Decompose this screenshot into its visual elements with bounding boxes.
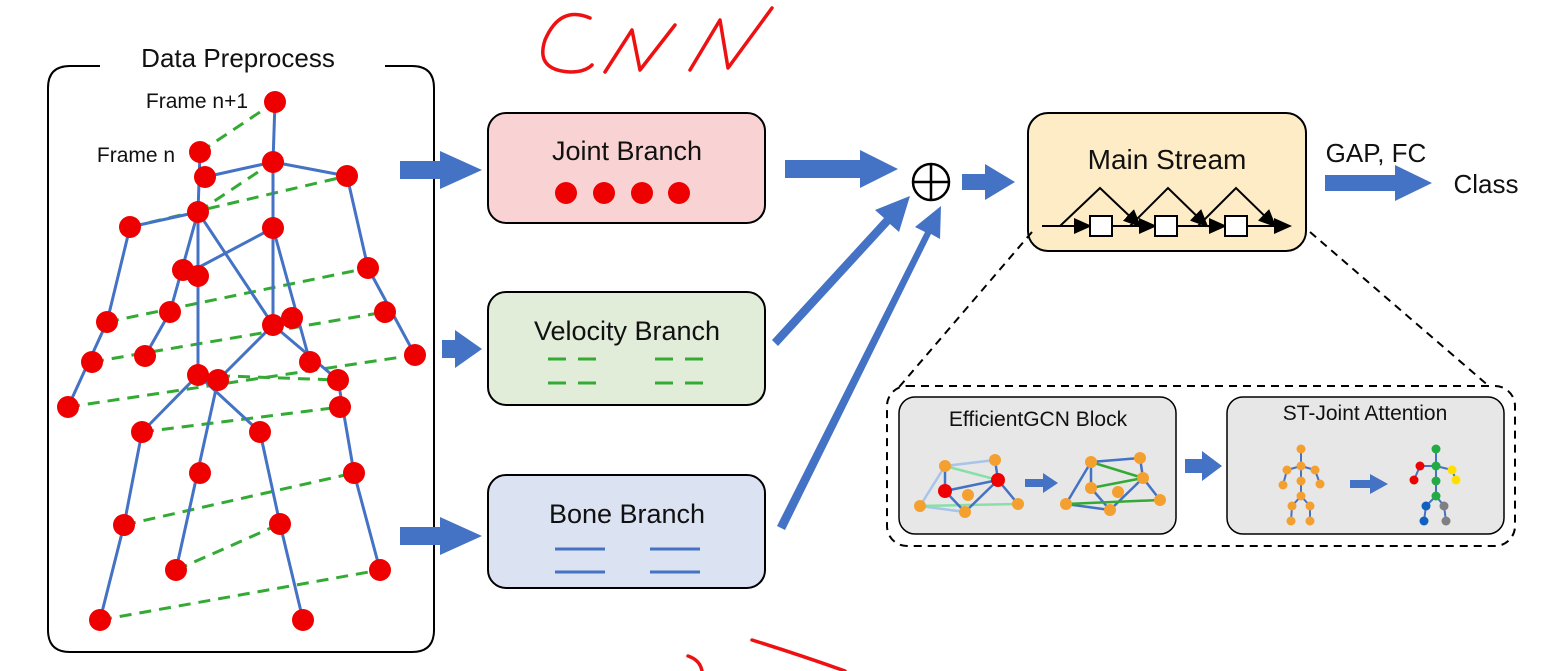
main-stream-box: Main Stream — [1027, 112, 1307, 252]
handwritten-cnn-annotation — [541, 6, 774, 74]
velocity-branch-label: Velocity Branch — [534, 316, 720, 346]
input-arrow-velocity — [442, 330, 482, 368]
zoom-lines — [887, 231, 1506, 401]
joint-branch-label: Joint Branch — [552, 136, 702, 166]
bone-branch-label: Bone Branch — [549, 499, 705, 529]
joint-branch-box: Joint Branch — [487, 112, 766, 224]
bone-to-fusion-arrow — [777, 206, 941, 530]
joint-dots — [555, 182, 690, 204]
input-arrow-bone — [400, 517, 482, 555]
handwritten-marks-bottom — [686, 638, 847, 671]
velocity-to-fusion-arrow — [772, 196, 910, 346]
bone-lines — [555, 547, 700, 574]
class-label: Class — [1453, 169, 1518, 199]
transform-arrow-1 — [1025, 473, 1058, 493]
frame-current-label: Frame n — [97, 144, 175, 167]
st-joint-attention-block: ST-Joint Attention — [1226, 396, 1505, 535]
skeleton-joints — [57, 91, 426, 631]
fusion-to-main-arrow — [962, 164, 1015, 200]
residual-blocks — [1042, 186, 1292, 237]
efficientgcn-block: EfficientGCN Block — [898, 396, 1177, 535]
output-arrow — [1325, 165, 1432, 201]
graph-before-icon — [914, 454, 1024, 518]
preprocess-title: Data Preprocess — [141, 43, 335, 73]
joint-to-fusion-arrow — [785, 150, 898, 188]
attention-arrow — [1350, 474, 1388, 494]
velocity-dashes — [548, 357, 703, 385]
stick-figure-icon — [1278, 444, 1325, 526]
graph-after-icon — [1060, 452, 1166, 516]
attention-figure-icon — [1409, 444, 1461, 526]
bone-branch-box: Bone Branch — [487, 474, 766, 589]
efficientgcn-label: EfficientGCN Block — [949, 408, 1128, 431]
gap-fc-label: GAP, FC — [1326, 138, 1427, 168]
st-attention-label: ST-Joint Attention — [1283, 402, 1448, 425]
block-connector-arrow — [1185, 451, 1222, 481]
main-stream-label: Main Stream — [1088, 144, 1247, 175]
velocity-branch-box: Velocity Branch — [487, 291, 766, 406]
frame-next-label: Frame n+1 — [146, 90, 248, 113]
data-preprocess-panel: Data Preprocess Frame n+1 Frame n — [47, 43, 435, 653]
detail-container: EfficientGCN Block — [886, 385, 1516, 547]
input-arrow-joint — [400, 151, 482, 189]
fusion-symbol — [911, 162, 951, 202]
